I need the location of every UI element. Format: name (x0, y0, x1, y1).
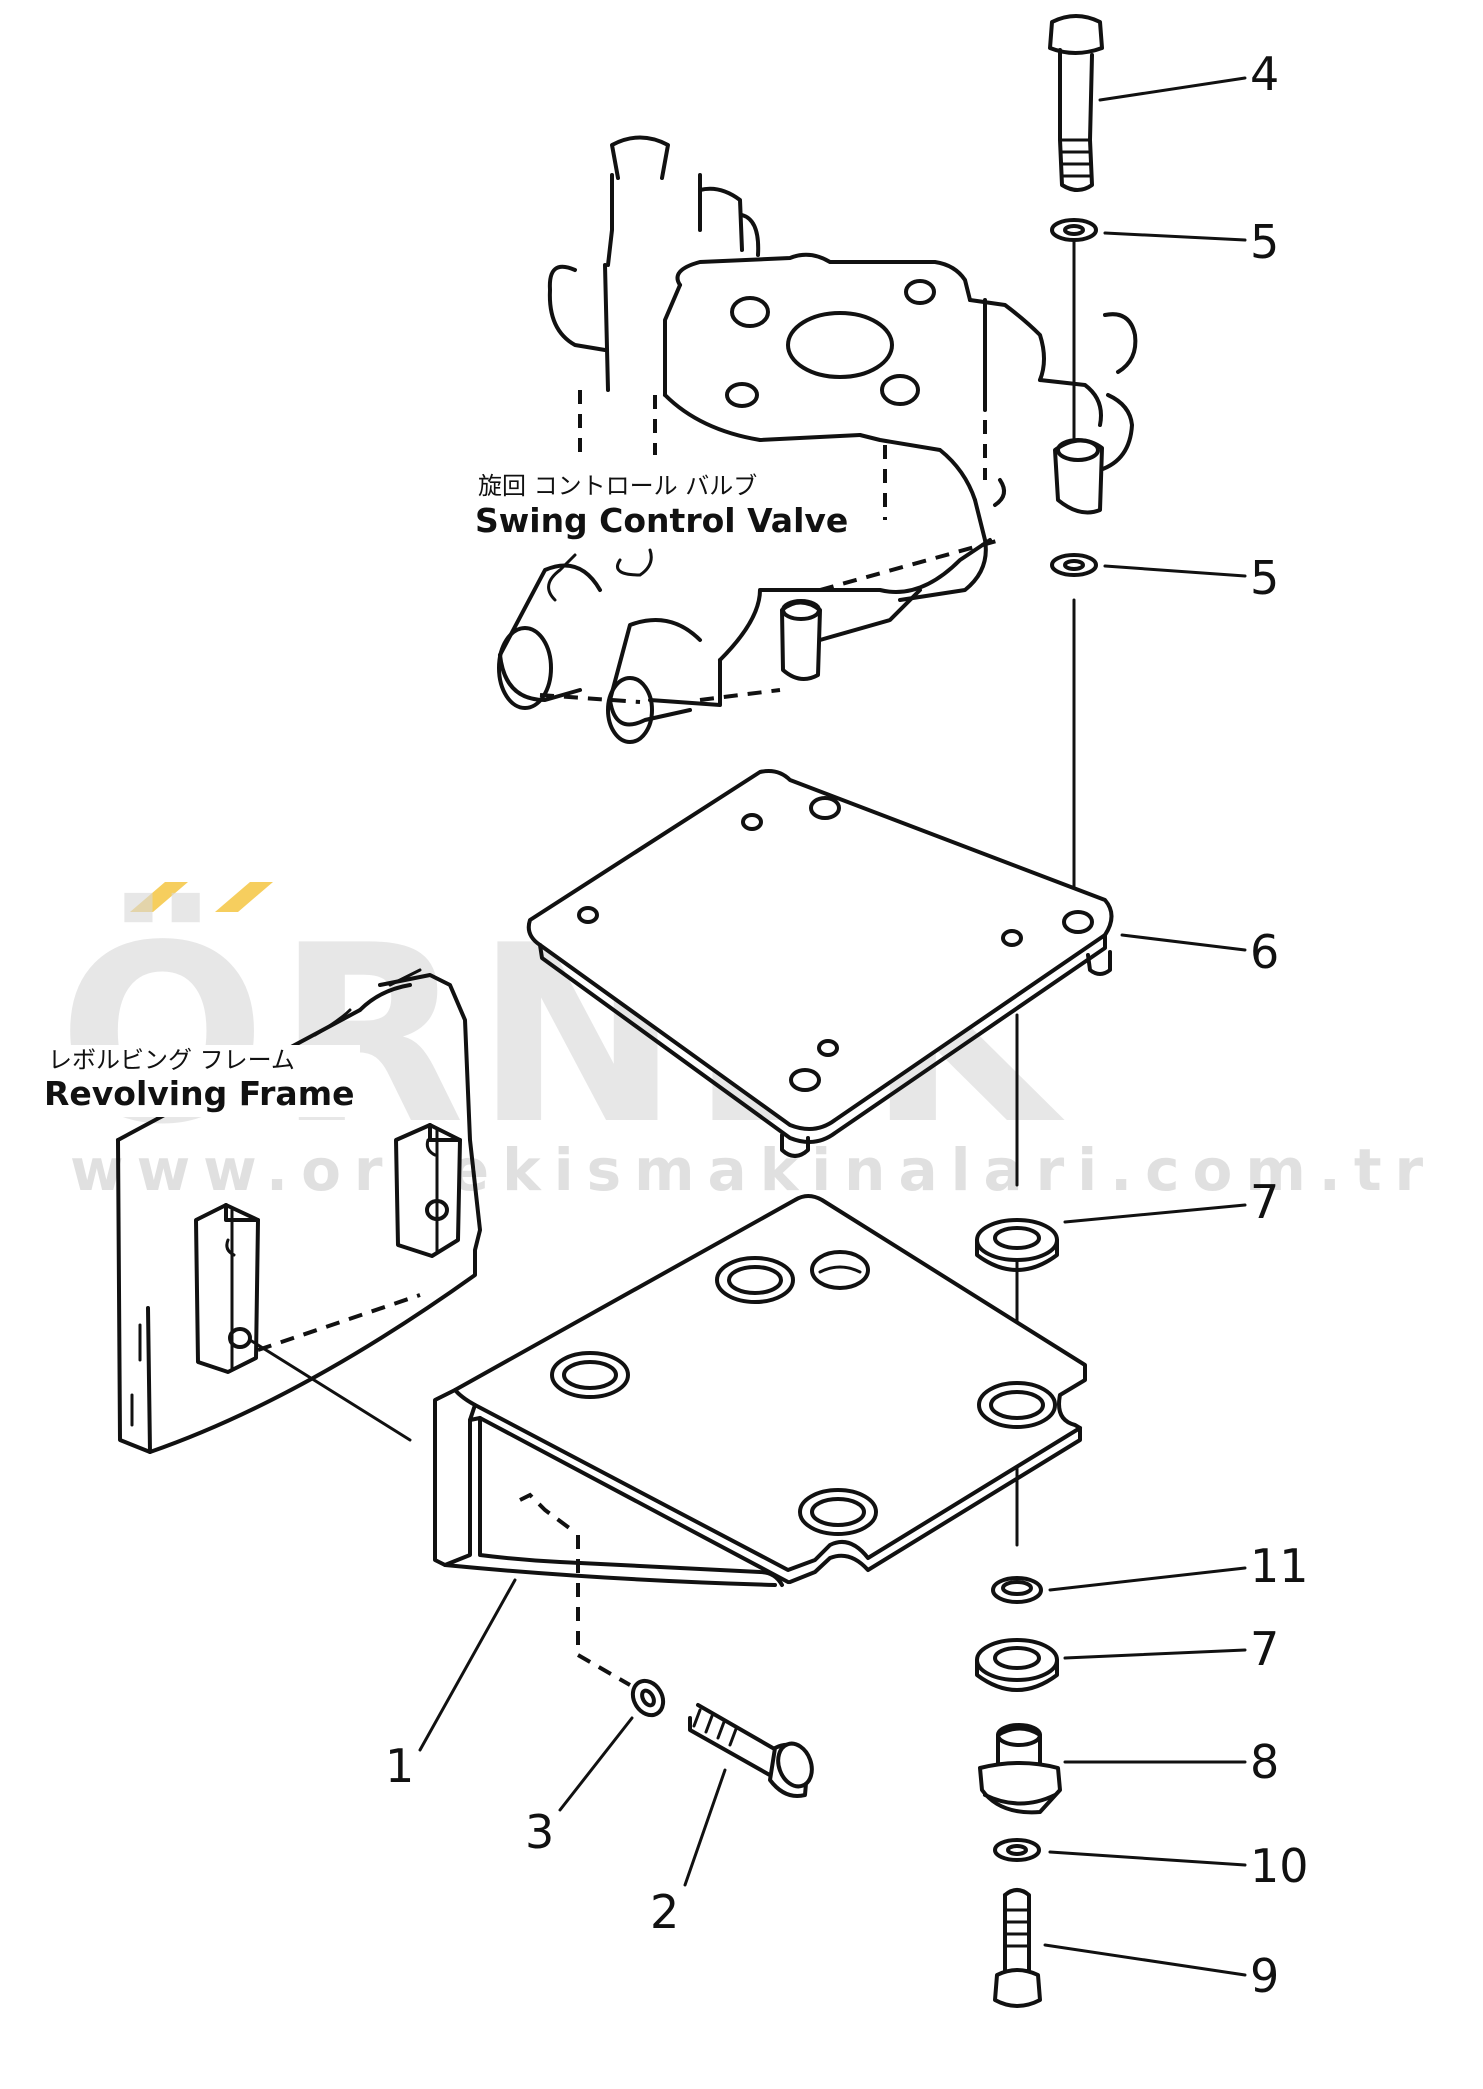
washer-10 (993, 1838, 1041, 1862)
revolving-frame (116, 968, 482, 1454)
callout-5-top: 5 (1250, 215, 1279, 269)
bracket-1 (433, 1194, 1087, 1687)
callout-5-middle: 5 (1250, 551, 1279, 605)
valve-label-en: Swing Control Valve (475, 501, 848, 540)
valve-label-jp: 旋回 コントロール バルブ (478, 472, 757, 500)
callout-3: 3 (525, 1805, 554, 1859)
callout-9: 9 (1250, 1949, 1279, 2003)
bolt-9 (993, 1888, 1042, 2008)
callout-7-lower: 7 (1250, 1622, 1279, 1676)
washer-3 (630, 1678, 666, 1718)
watermark-url: www.ornekismakinalari.com.tr (70, 1136, 1436, 1204)
swing-control-valve (497, 135, 1138, 744)
callout-11: 11 (1250, 1539, 1309, 1593)
revolving-frame-label: レボルビング フレーム Revolving Frame (40, 1045, 360, 1117)
callout-6: 6 (1250, 925, 1279, 979)
callout-2: 2 (650, 1885, 679, 1939)
callout-8: 8 (1250, 1735, 1279, 1789)
watermark-accent-left (130, 882, 188, 912)
callout-10: 10 (1250, 1839, 1309, 1893)
callout-numbers: 4 5 5 6 7 11 7 8 10 9 1 3 2 (385, 47, 1309, 2003)
callout-1: 1 (385, 1739, 414, 1793)
collar-8 (978, 1723, 1062, 1815)
washer-5-top (1050, 218, 1098, 242)
callout-4: 4 (1250, 47, 1279, 101)
cushion-7-upper (975, 1218, 1059, 1272)
bolt-2 (688, 1703, 814, 1798)
swing-control-valve-label: 旋回 コントロール バルブ Swing Control Valve (470, 468, 865, 546)
frame-label-en: Revolving Frame (44, 1074, 354, 1113)
washer-5-middle (1050, 553, 1098, 577)
ring-11 (991, 1576, 1043, 1604)
bolt-4 (1048, 14, 1104, 192)
callout-7-upper: 7 (1250, 1175, 1279, 1229)
cushion-7-lower (975, 1638, 1059, 1692)
leader-lines (418, 76, 1247, 1977)
plate-6 (526, 769, 1114, 1158)
frame-label-jp: レボルビング フレーム (48, 1046, 295, 1074)
watermark-accent-right (215, 882, 273, 912)
